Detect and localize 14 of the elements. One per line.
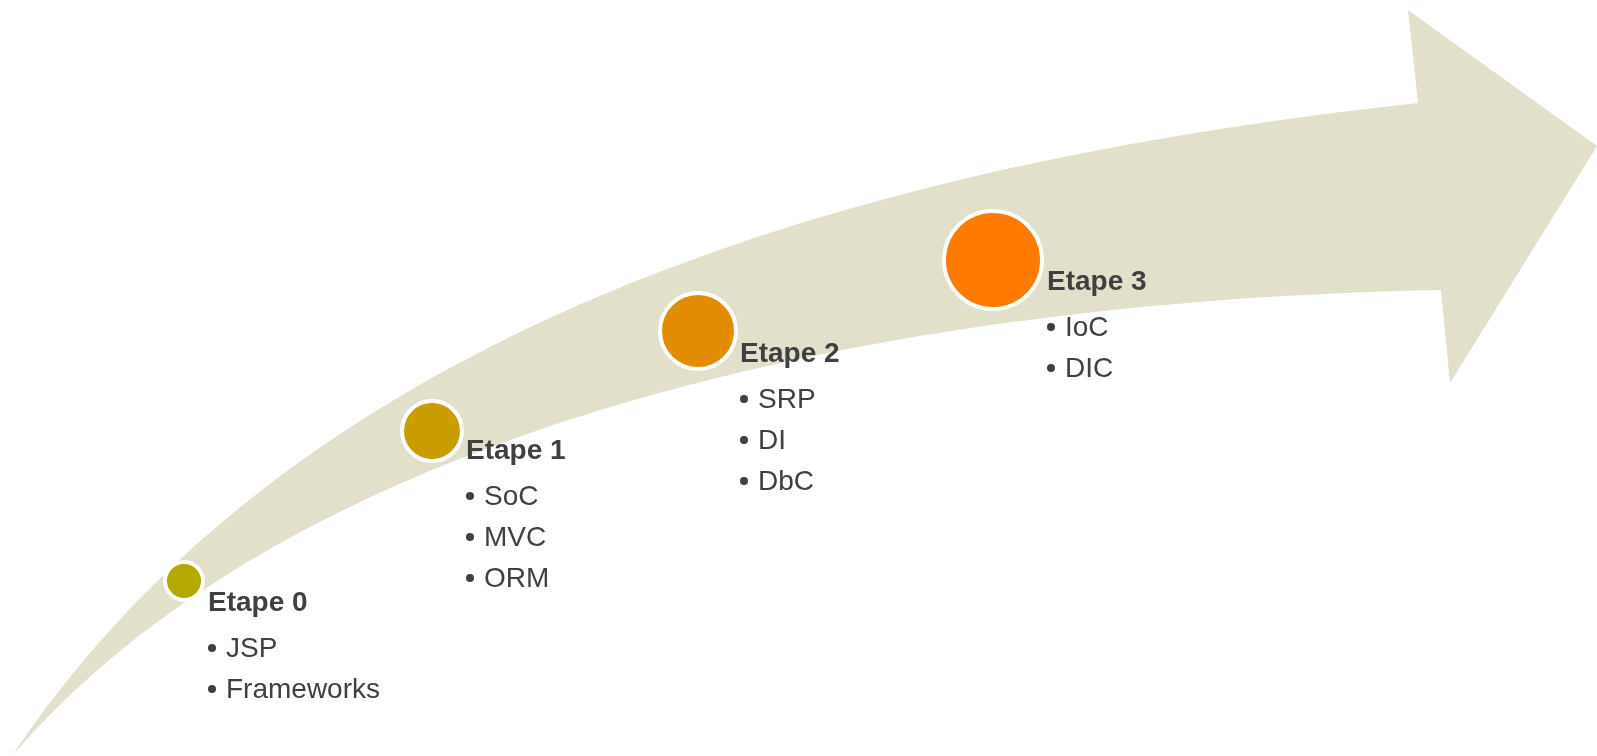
- bullet-item: Frameworks: [226, 672, 380, 706]
- bullet-item: JSP: [226, 631, 278, 665]
- bullet-item: DIC: [1065, 351, 1114, 385]
- stage-heading: Etape 3: [1047, 264, 1147, 298]
- stage-heading: Etape 0: [208, 585, 308, 619]
- bullet-item: SRP: [758, 382, 816, 416]
- bullet-item: SoC: [484, 479, 539, 513]
- bullet-item: ORM: [484, 561, 550, 595]
- stage-heading: Etape 2: [740, 336, 840, 370]
- bullet-item: IoC: [1065, 310, 1109, 344]
- stage-heading: Etape 1: [466, 433, 566, 467]
- bullet-item: DbC: [758, 464, 814, 498]
- bullet-item: MVC: [484, 520, 547, 554]
- bullet-item: DI: [758, 423, 786, 457]
